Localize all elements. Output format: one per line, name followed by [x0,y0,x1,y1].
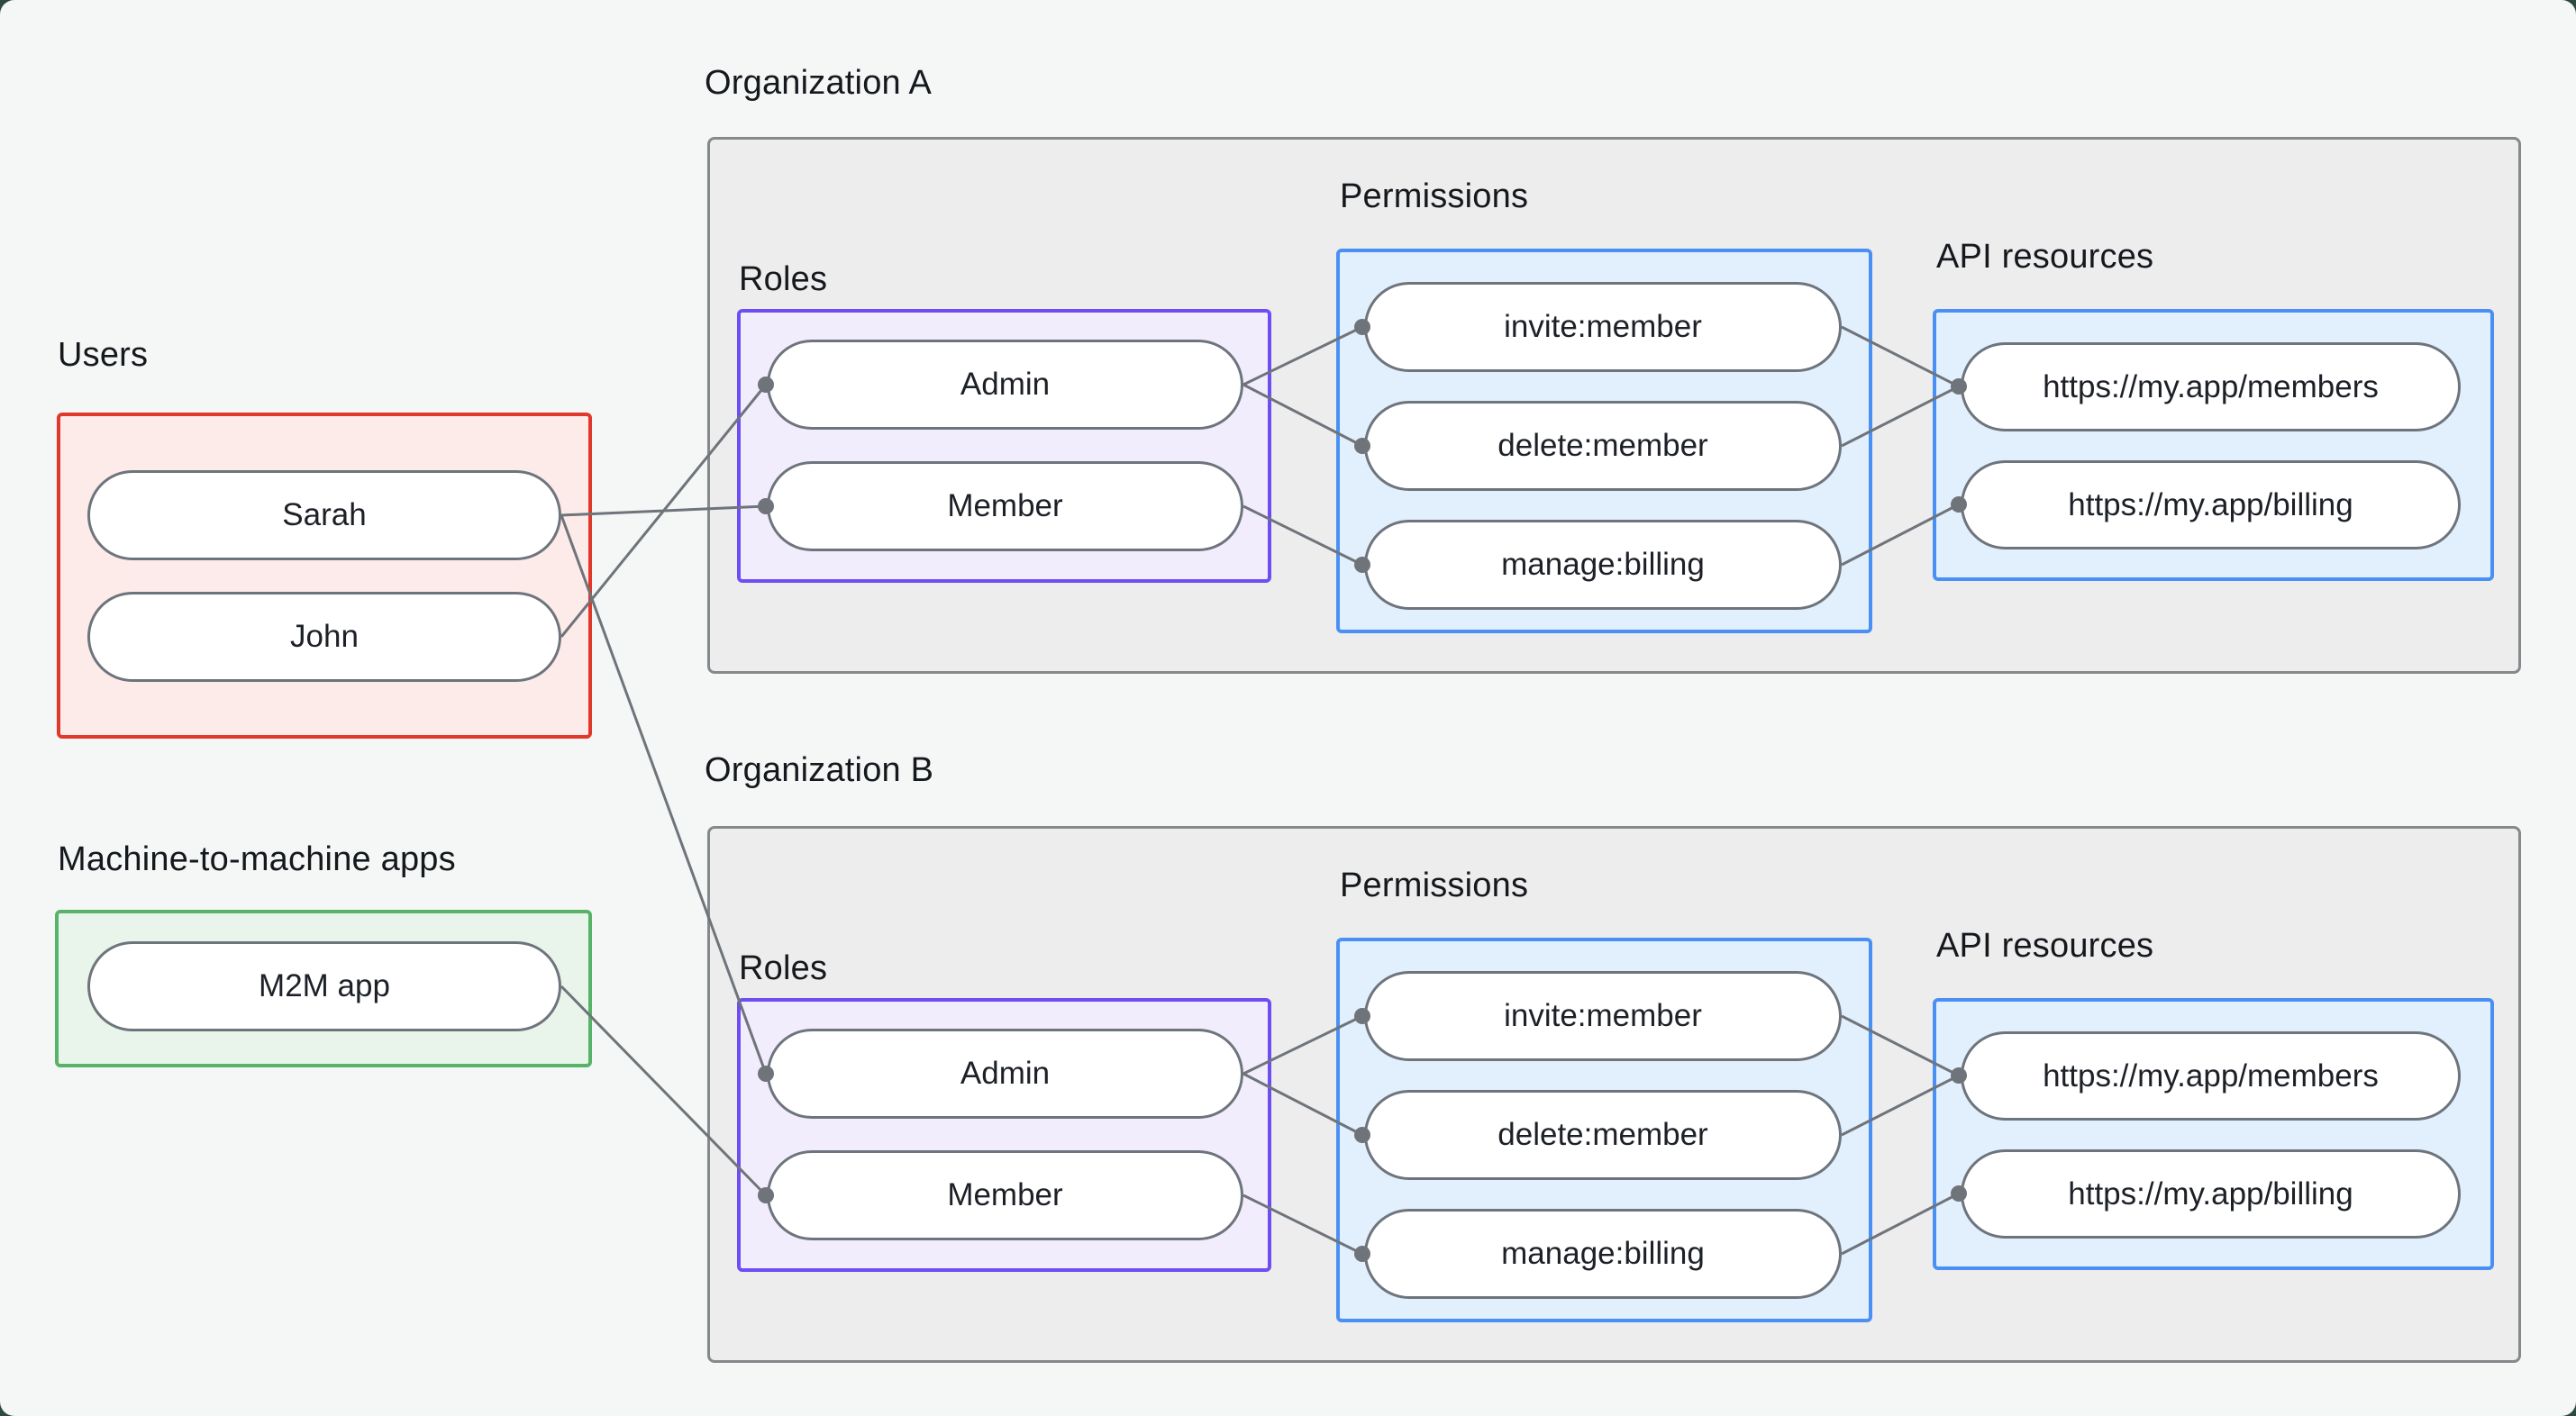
node-org-a-perm-billing: manage:billing [1364,520,1842,610]
node-org-a-perm-invite: invite:member [1364,282,1842,372]
node-org-a-perm-delete: delete:member [1364,401,1842,491]
node-org-a-api-members: https://my.app/members [1961,342,2461,431]
node-org-a-role-admin: Admin [767,340,1243,430]
node-org-b-perm-delete: delete:member [1364,1090,1842,1180]
node-user-sarah: Sarah [87,470,561,560]
org-a-api-label: API resources [1936,238,2154,276]
users-group-box [57,413,592,739]
users-group-label: Users [58,336,149,374]
node-org-b-api-members: https://my.app/members [1961,1031,2461,1121]
org-b-permissions-label: Permissions [1340,867,1529,904]
org-a-roles-label: Roles [739,260,828,298]
node-org-a-role-member: Member [767,461,1243,551]
org-a-label: Organization A [705,64,933,102]
org-b-roles-label: Roles [739,949,828,987]
node-org-b-perm-billing: manage:billing [1364,1209,1842,1299]
node-org-b-perm-invite: invite:member [1364,971,1842,1061]
node-org-b-role-admin: Admin [767,1029,1243,1119]
m2m-group-label: Machine-to-machine apps [58,840,456,878]
node-user-john: John [87,592,561,682]
org-a-permissions-label: Permissions [1340,177,1529,215]
node-org-a-api-billing: https://my.app/billing [1961,460,2461,549]
org-b-label: Organization B [705,751,934,789]
node-org-b-api-billing: https://my.app/billing [1961,1149,2461,1239]
node-org-b-role-member: Member [767,1150,1243,1240]
org-b-api-label: API resources [1936,927,2154,965]
node-m2m-app: M2M app [87,941,561,1031]
